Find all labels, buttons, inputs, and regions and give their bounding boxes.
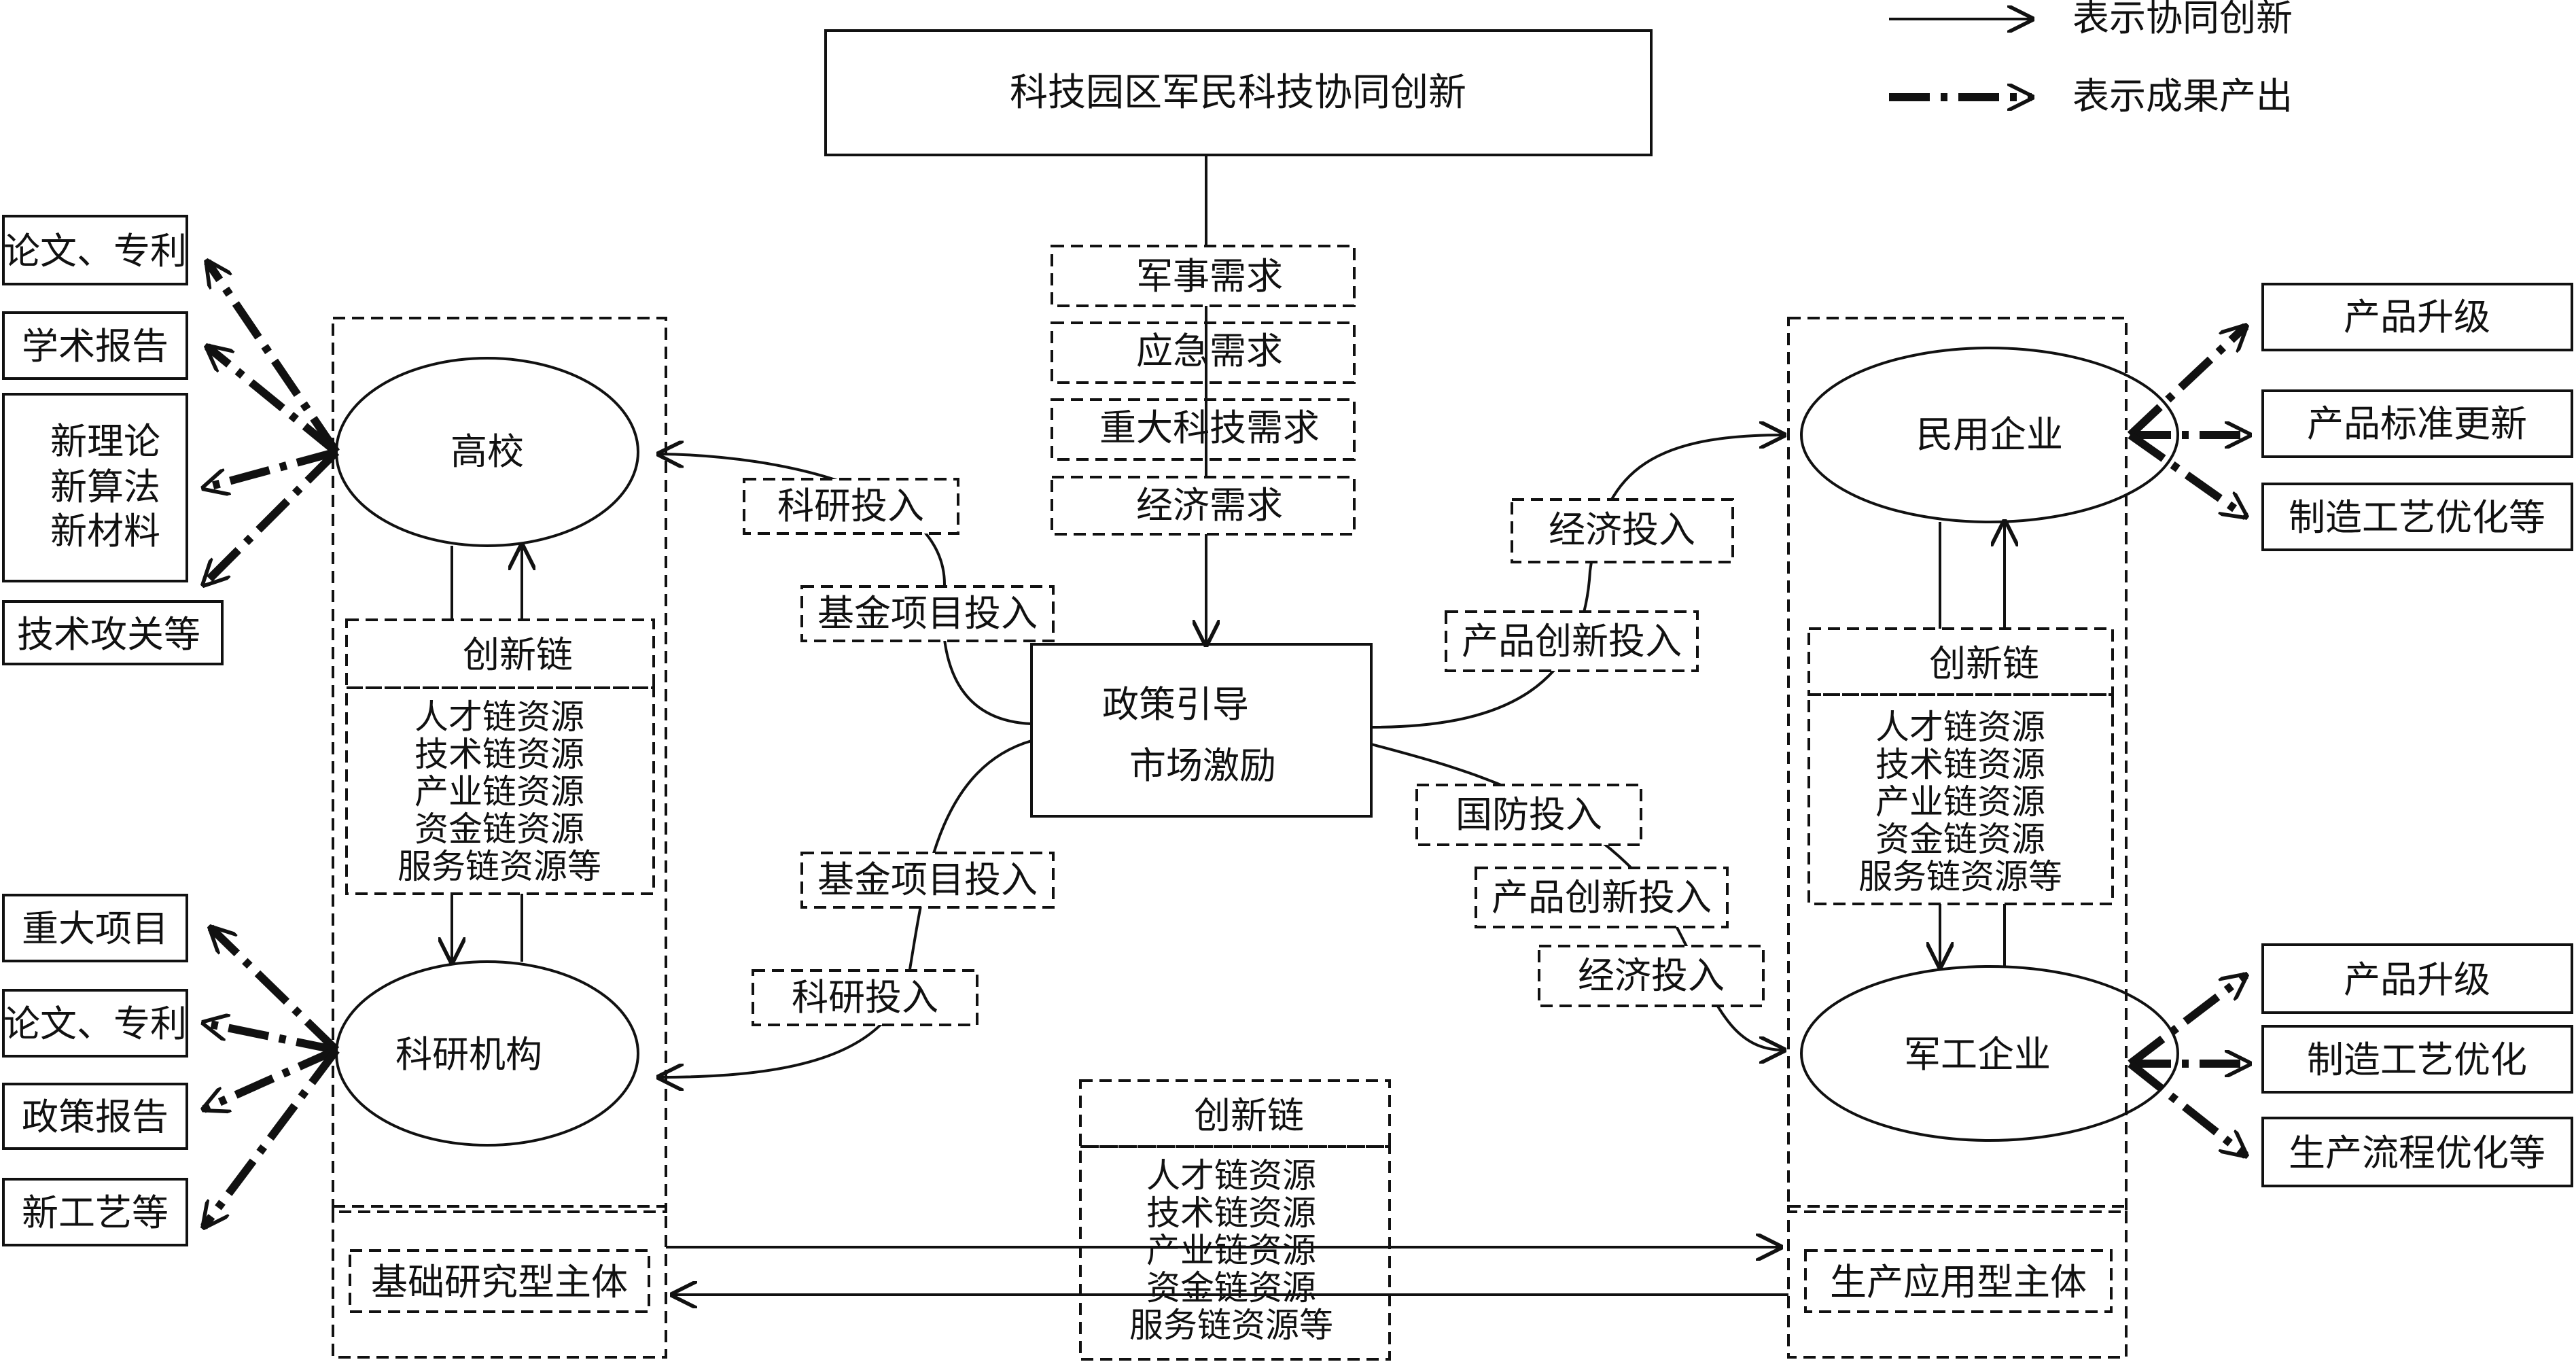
svg-text:产品升级: 产品升级 <box>2344 958 2490 1001</box>
svg-text:生产应用型主体: 生产应用型主体 <box>1830 1261 2087 1304</box>
demand-emergency: 应急需求 <box>1136 330 1283 372</box>
outputs-minyong-arrows <box>2127 326 2249 517</box>
svg-text:制造工艺优化: 制造工艺优化 <box>2307 1038 2527 1081</box>
svg-text:产业链资源: 产业链资源 <box>1146 1231 1316 1270</box>
svg-text:产品标准更新: 产品标准更新 <box>2307 402 2527 445</box>
label-chanpin-bottom: 产品创新投入 <box>1475 867 1729 928</box>
svg-text:服务链资源等: 服务链资源等 <box>1129 1306 1333 1345</box>
svg-text:资金链资源: 资金链资源 <box>1146 1268 1316 1308</box>
applied-frame <box>1787 317 2128 1213</box>
svg-text:新算法: 新算法 <box>50 466 160 508</box>
outputs-gaoxiao-arrows <box>204 262 340 584</box>
entity-jungong-qiye: 军工企业 <box>1800 965 2179 1142</box>
svg-text:经济投入: 经济投入 <box>1578 954 1725 997</box>
svg-text:政策报告: 政策报告 <box>22 1096 169 1138</box>
svg-text:技术链资源: 技术链资源 <box>1146 1193 1316 1233</box>
svg-text:创新链: 创新链 <box>1194 1094 1304 1137</box>
entity-gaoxiao: 高校 <box>335 357 639 547</box>
center-line1: 政策引导 <box>1102 683 1249 726</box>
svg-text:民用企业: 民用企业 <box>1916 413 2063 456</box>
svg-text:新理论: 新理论 <box>50 420 160 463</box>
demand-boxes <box>1051 245 1356 536</box>
label-jijin-bottom: 基金项目投入 <box>800 852 1055 909</box>
svg-text:技术攻关等: 技术攻关等 <box>17 613 200 656</box>
svg-text:资金链资源: 资金链资源 <box>414 809 584 849</box>
outputs-keyan: 重大项目 论文、专利 政策报告 新工艺等 <box>2 894 188 1246</box>
svg-text:新工艺等: 新工艺等 <box>22 1191 169 1234</box>
legend-dash-label: 表示成果产出 <box>2072 75 2293 118</box>
svg-text:资金链资源: 资金链资源 <box>1875 820 2045 859</box>
svg-text:产业链资源: 产业链资源 <box>1875 782 2045 822</box>
svg-text:论文、专利: 论文、专利 <box>3 230 187 273</box>
svg-text:人才链资源: 人才链资源 <box>1146 1156 1316 1195</box>
center-line2: 市场激励 <box>1129 744 1276 787</box>
label-chanpin-top: 产品创新投入 <box>1445 610 1699 672</box>
svg-text:科研机构: 科研机构 <box>395 1033 542 1076</box>
legend: 表示协同创新 表示成果产出 <box>1889 0 2293 118</box>
center-to-keyan-arrow <box>659 739 1032 1077</box>
svg-text:科研投入: 科研投入 <box>777 485 924 527</box>
svg-text:创新链: 创新链 <box>463 633 573 676</box>
svg-text:科研投入: 科研投入 <box>792 976 938 1019</box>
svg-text:产业链资源: 产业链资源 <box>414 772 584 811</box>
entity-keyan-jigou: 科研机构 <box>335 960 639 1147</box>
outputs-keyan-arrows <box>204 928 340 1227</box>
demand-major-tech: 重大科技需求 <box>1099 406 1320 449</box>
center-to-minyong-arrow <box>1371 435 1784 729</box>
outputs-jungong-arrows <box>2128 975 2249 1155</box>
label-jingji-touru-bottom: 经济投入 <box>1538 945 1765 1007</box>
svg-text:服务链资源等: 服务链资源等 <box>1858 857 2062 896</box>
svg-text:产品创新投入: 产品创新投入 <box>1462 620 1682 663</box>
label-jijin-top: 基金项目投入 <box>800 585 1055 642</box>
svg-text:技术链资源: 技术链资源 <box>414 735 584 774</box>
label-keyan-touru-top: 科研投入 <box>743 478 959 535</box>
svg-text:基础研究型主体: 基础研究型主体 <box>371 1261 628 1304</box>
label-jingji-touru-top: 经济投入 <box>1511 498 1734 563</box>
demand-economic: 经济需求 <box>1136 484 1283 527</box>
svg-text:学术报告: 学术报告 <box>22 325 169 368</box>
svg-text:国防投入: 国防投入 <box>1455 793 1602 836</box>
svg-text:论文、专利: 论文、专利 <box>3 1002 187 1045</box>
label-guofang: 国防投入 <box>1415 784 1642 846</box>
svg-text:制造工艺优化等: 制造工艺优化等 <box>2289 496 2545 539</box>
svg-text:创新链: 创新链 <box>1929 642 2039 685</box>
basic-group-label: 基础研究型主体 <box>349 1249 650 1313</box>
outputs-gaoxiao: 论文、专利 学术报告 新理论 新算法 新材料 技术攻关等 <box>2 215 224 665</box>
title-box: 科技园区军民科技协同创新 <box>824 29 1653 156</box>
svg-text:产品创新投入: 产品创新投入 <box>1492 876 1712 919</box>
bottom-innovation-chain: 创新链 人才链资源 技术链资源 产业链资源 资金链资源 服务链资源等 <box>1079 1079 1391 1361</box>
svg-text:服务链资源等: 服务链资源等 <box>398 847 601 886</box>
center-to-gaoxiao-arrow <box>659 454 1032 725</box>
svg-text:人才链资源: 人才链资源 <box>1875 708 2045 747</box>
label-keyan-touru-bottom: 科研投入 <box>752 969 978 1026</box>
svg-text:技术链资源: 技术链资源 <box>1875 745 2045 784</box>
svg-text:基金项目投入: 基金项目投入 <box>817 592 1038 635</box>
svg-text:基金项目投入: 基金项目投入 <box>817 858 1038 901</box>
svg-text:产品升级: 产品升级 <box>2344 296 2490 338</box>
basic-research-frame <box>332 317 667 1213</box>
right-innovation-chain: 创新链 人才链资源 技术链资源 产业链资源 资金链资源 服务链资源等 <box>1807 627 2114 905</box>
page-title: 科技园区军民科技协同创新 <box>1010 71 1466 115</box>
applied-group-label: 生产应用型主体 <box>1804 1249 2113 1313</box>
svg-text:军工企业: 军工企业 <box>1904 1033 2051 1076</box>
svg-text:生产流程优化等: 生产流程优化等 <box>2289 1132 2545 1174</box>
svg-text:新材料: 新材料 <box>50 510 160 553</box>
demand-military: 军事需求 <box>1136 255 1283 298</box>
applied-frame-bottom <box>1787 1205 2128 1359</box>
svg-text:经济投入: 经济投入 <box>1549 508 1695 551</box>
svg-text:人才链资源: 人才链资源 <box>414 697 584 737</box>
outputs-jungong: 产品升级 制造工艺优化 生产流程优化等 <box>2261 943 2573 1187</box>
legend-solid-label: 表示协同创新 <box>2072 0 2293 39</box>
center-box: 政策引导 市场激励 <box>1030 643 1373 818</box>
left-innovation-chain: 创新链 人才链资源 技术链资源 产业链资源 资金链资源 服务链资源等 <box>345 618 655 895</box>
svg-text:重大项目: 重大项目 <box>22 907 169 950</box>
basic-frame-bottom <box>332 1205 667 1359</box>
outputs-minyong: 产品升级 产品标准更新 制造工艺优化等 <box>2261 283 2573 551</box>
svg-text:高校: 高校 <box>451 430 524 473</box>
entity-minyong-qiye: 民用企业 <box>1800 347 2179 523</box>
